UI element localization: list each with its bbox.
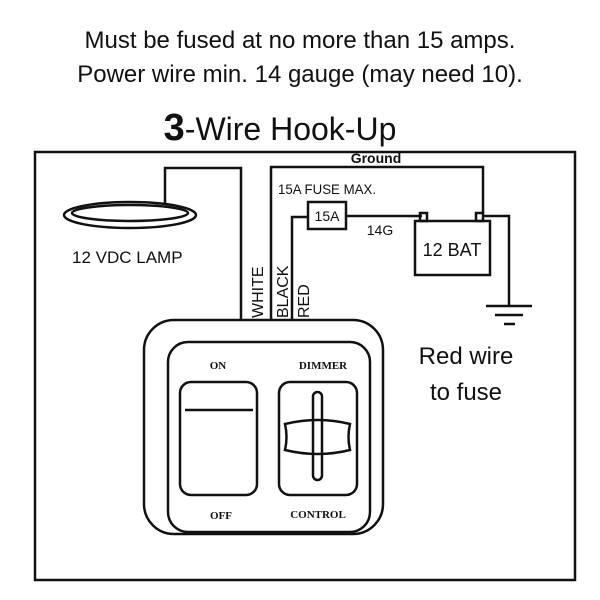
control-label: CONTROL	[290, 509, 346, 521]
fuse-label: 15A	[315, 208, 341, 224]
black-wire	[269, 165, 485, 320]
off-label: OFF	[210, 510, 232, 522]
ground-symbol-icon	[486, 304, 532, 326]
header-line-1: Must be fused at no more than 15 amps.	[85, 27, 516, 54]
wire-label-white: WHITE	[250, 266, 267, 318]
dimmer-label: DIMMER	[299, 360, 348, 372]
fuse-box	[306, 200, 348, 231]
title-text: -Wire Hook-Up	[185, 111, 397, 147]
slider-knob[interactable]	[283, 418, 352, 456]
diagram-frame	[33, 150, 577, 582]
dimmer-slider[interactable]	[277, 380, 359, 497]
gauge-label: 14G	[367, 222, 393, 238]
diagram-title: 3-Wire Hook-Up	[164, 107, 397, 149]
switch-panel	[142, 318, 385, 536]
battery-label: 12 BAT	[423, 240, 482, 260]
red-wire	[290, 215, 308, 320]
note-line-2: to fuse	[430, 379, 502, 406]
lamp-label: 12 VDC LAMP	[72, 248, 183, 267]
wire-label-red: RED	[296, 284, 313, 318]
wire-label-black: BLACK	[275, 265, 292, 318]
note-line-1: Red wire	[419, 343, 514, 370]
fuse-max-label: 15A FUSE MAX.	[278, 181, 376, 197]
white-wire	[163, 166, 243, 320]
title-number: 3	[164, 107, 185, 149]
battery-icon	[413, 211, 492, 277]
ground-label: Ground	[351, 150, 402, 166]
rocker-switch[interactable]	[178, 380, 259, 497]
header-line-2: Power wire min. 14 gauge (may need 10).	[77, 61, 523, 88]
ground-wire	[483, 214, 511, 306]
on-label: ON	[210, 360, 227, 372]
lamp-icon	[62, 200, 198, 230]
